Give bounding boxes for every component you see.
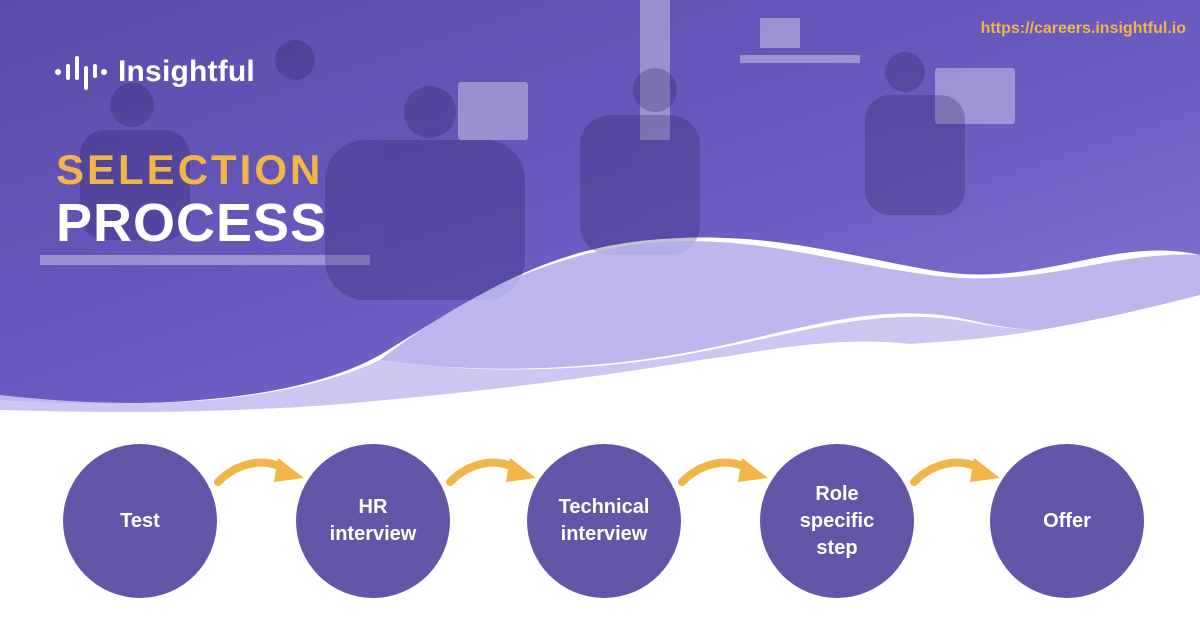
step-hr-interview: HR interview	[296, 444, 450, 598]
step-label: Offer	[1043, 509, 1091, 532]
step-label: Technical interview	[558, 496, 650, 545]
step-test: Test	[63, 444, 217, 598]
step-role-specific: Role specific step	[760, 444, 914, 598]
curved-arrow-icon	[446, 458, 536, 486]
step-label: Role specific step	[799, 482, 875, 559]
curved-arrow-icon	[678, 458, 768, 486]
title-line-1: SELECTION	[56, 146, 324, 193]
step-label: HR interview	[329, 496, 417, 545]
title-line-2: PROCESS	[56, 193, 328, 253]
step-label: Test	[120, 509, 160, 532]
brand-name: Insightful	[118, 55, 255, 88]
brand-logo[interactable]: Insightful	[54, 52, 255, 92]
waveform-icon	[55, 56, 107, 90]
curved-arrow-icon	[214, 458, 304, 486]
step-offer: Offer	[990, 444, 1144, 598]
curved-arrow-icon	[910, 458, 1000, 486]
step-technical-interview: Technical interview	[527, 444, 681, 598]
careers-url-link[interactable]: https://careers.insightful.io	[980, 20, 1186, 37]
